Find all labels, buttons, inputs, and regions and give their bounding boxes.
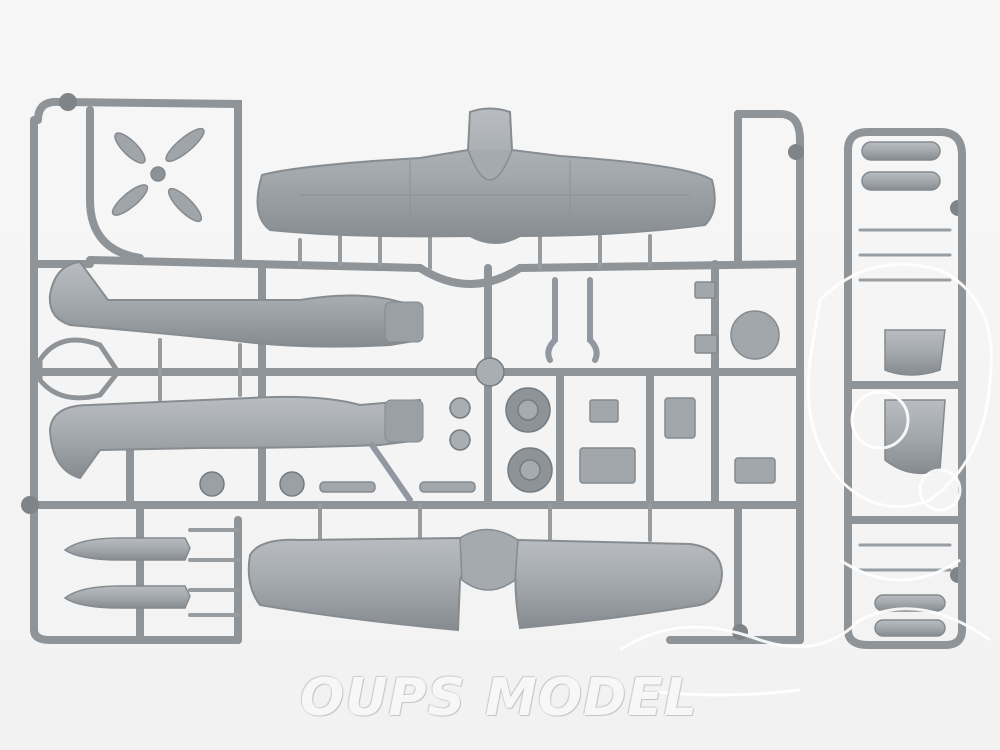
lower-wing-right [514, 538, 724, 630]
fuselage-left-half [48, 260, 421, 348]
small-parts [319, 281, 780, 493]
watermark-text: OUPS MODEL [300, 668, 698, 728]
fuselage-right-half [48, 395, 421, 480]
propeller [111, 127, 205, 223]
right-sprue-frame [844, 128, 966, 649]
engine-parts [199, 357, 553, 497]
drop-tanks [63, 537, 191, 609]
lower-wing-left [247, 536, 466, 632]
watermark-mascot [619, 262, 993, 697]
